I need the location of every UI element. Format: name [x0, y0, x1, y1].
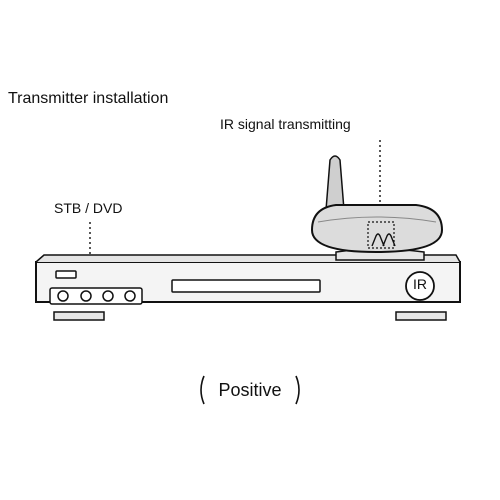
ir-emitter-led [382, 233, 396, 247]
panel-button [102, 290, 114, 302]
panel-button [80, 290, 92, 302]
ir-emitter-area [367, 221, 395, 249]
ir-badge-text: IR [413, 276, 427, 292]
ir-signal-label: IR signal transmitting [220, 116, 351, 132]
diagram-title: Transmitter installation [8, 90, 169, 107]
disc-tray-slot [171, 279, 321, 293]
power-indicator [55, 270, 77, 279]
ir-transmitter-icon [310, 155, 444, 261]
panel-button [124, 290, 136, 302]
panel-button [57, 290, 69, 302]
device-label: STB / DVD [54, 200, 123, 216]
device-foot-right [395, 311, 447, 321]
device-foot-left [53, 311, 105, 321]
stb-dvd-device [35, 254, 461, 321]
transmitter-body [310, 204, 444, 254]
antenna-icon [325, 155, 345, 211]
transmitter-highlight [317, 216, 437, 223]
caption: Positive [218, 380, 282, 400]
button-strip [49, 287, 143, 305]
ir-emitter-led [371, 233, 385, 247]
caption-bracket-right [295, 375, 300, 405]
ir-badge-icon [405, 271, 435, 301]
caption-bracket-left [200, 375, 205, 405]
